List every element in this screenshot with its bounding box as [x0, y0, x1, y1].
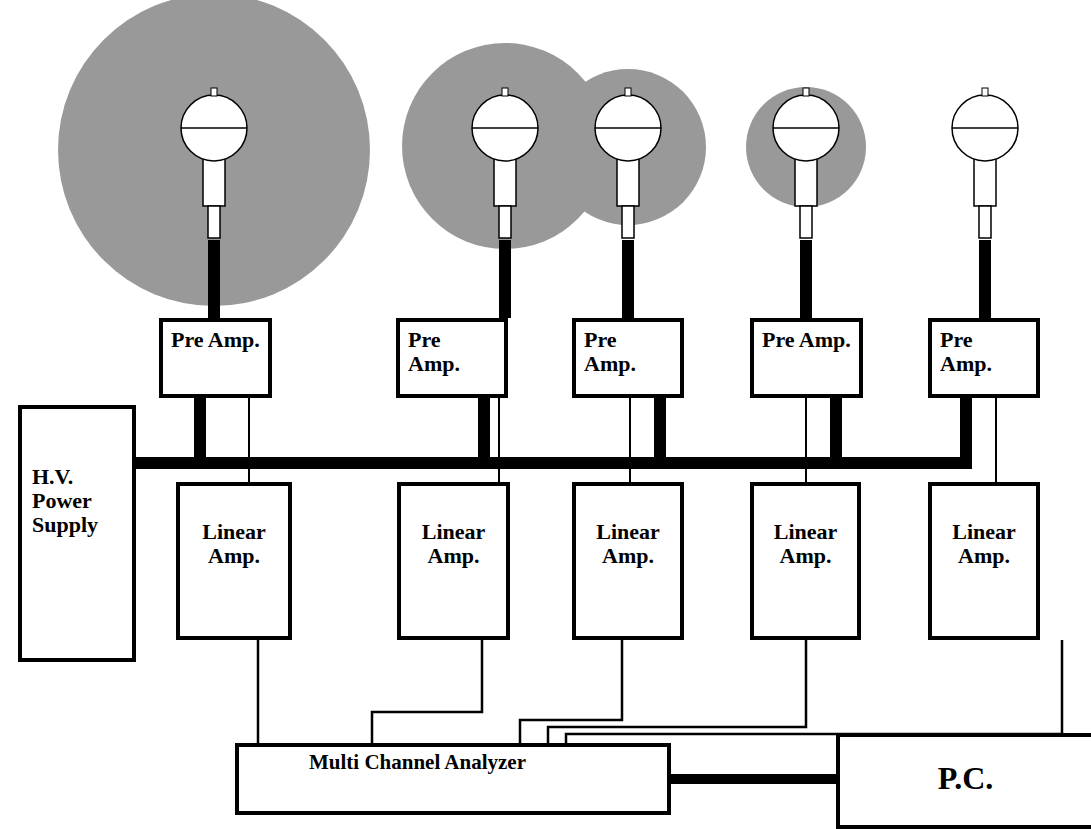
analyzer-box: Multi Channel Analyzer	[235, 743, 671, 815]
wire	[499, 398, 500, 482]
wire	[806, 398, 807, 482]
computer-box: P.C.	[836, 733, 1091, 829]
box-label: Linear Amp.	[938, 520, 1030, 568]
pre-amplifier: Pre Amp.	[572, 318, 684, 398]
detector-sphere	[773, 88, 839, 318]
wire	[996, 398, 997, 482]
detectors	[181, 88, 1018, 318]
wire	[630, 398, 631, 482]
pre-amplifier: Pre Amp.	[928, 318, 1040, 398]
power-supply: H.V. Power Supply	[18, 405, 136, 662]
wire	[548, 640, 806, 743]
wire	[258, 640, 259, 743]
wire	[249, 398, 250, 482]
wire	[566, 640, 1062, 743]
pre-amplifier: Pre Amp.	[159, 318, 272, 398]
wire	[136, 398, 484, 463]
wire	[136, 398, 836, 463]
pre-amplifier: Pre Amp.	[396, 318, 508, 398]
moderator-small	[550, 69, 706, 225]
linear-amplifier: Linear Amp.	[397, 482, 510, 640]
box-label: H.V. Power Supply	[32, 465, 126, 538]
detector-sphere	[952, 88, 1018, 318]
box-label: Linear Amp.	[186, 520, 282, 568]
wire	[136, 398, 200, 463]
moderator-smallest	[746, 87, 866, 207]
wire	[372, 640, 482, 743]
wire	[136, 398, 966, 463]
box-label: Linear Amp.	[760, 520, 851, 568]
box-label: P.C.	[848, 761, 1083, 796]
box-label: Multi Channel Analyzer	[309, 751, 659, 774]
box-label: Linear Amp.	[407, 520, 500, 568]
detector-sphere	[472, 88, 538, 318]
linear-amplifier: Linear Amp.	[750, 482, 861, 640]
pre-amplifier: Pre Amp.	[750, 318, 863, 398]
box-label: Pre Amp.	[171, 328, 260, 352]
box-label: Pre Amp.	[584, 328, 672, 376]
box-label: Linear Amp.	[582, 520, 674, 568]
box-label: Pre Amp.	[762, 328, 851, 352]
wire	[671, 779, 836, 780]
linear-amplifier: Linear Amp.	[176, 482, 292, 640]
moderator-spheres	[58, 0, 866, 306]
linear-amplifier: Linear Amp.	[928, 482, 1040, 640]
detector-sphere	[181, 88, 247, 318]
linear-amplifier: Linear Amp.	[572, 482, 684, 640]
wire	[136, 398, 660, 463]
box-label: Pre Amp.	[408, 328, 496, 376]
detector-sphere	[595, 88, 661, 318]
box-label: Pre Amp.	[940, 328, 1028, 376]
